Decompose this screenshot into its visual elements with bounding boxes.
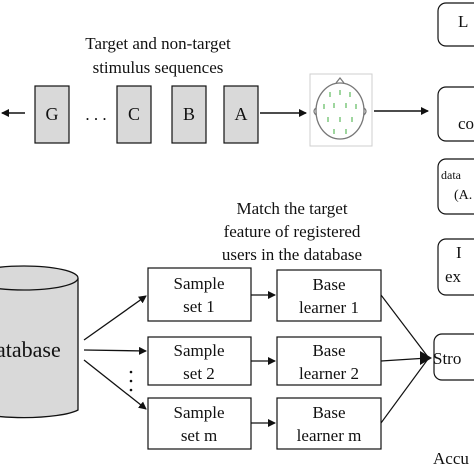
right-box-3-line2: (A. — [454, 188, 472, 203]
sample-set-1-line1: Sample — [174, 274, 225, 293]
right-box-1-label: L — [458, 12, 468, 31]
eeg-head-icon — [309, 73, 373, 147]
base-learner-m-box: Base learner m — [276, 397, 382, 450]
stimulus-box-b: B — [171, 85, 207, 144]
database-cylinder: atabase — [0, 265, 79, 419]
converge-arrowhead — [420, 351, 432, 365]
stimulus-caption-line1: Target and non-target — [85, 34, 231, 53]
arrow-db-to-sample-m — [83, 359, 147, 410]
stimulus-box-g-label: G — [46, 104, 59, 124]
sample-set-m-line2: set m — [181, 426, 217, 445]
converge-line-m — [380, 358, 429, 424]
strong-learner-box: Stro — [433, 333, 474, 381]
stimulus-ellipsis: . . . — [85, 105, 106, 124]
stimulus-box-g: G — [34, 85, 70, 144]
sample-set-2-box: Sample set 2 — [147, 336, 252, 386]
base-learner-2-line1: Base — [312, 341, 345, 360]
base-learner-m-line2: learner m — [297, 426, 362, 445]
strong-learner-label: Stro — [433, 349, 461, 368]
database-label: atabase — [0, 337, 61, 362]
arrow-db-to-sample-2 — [83, 346, 147, 355]
right-box-4-line1: I — [456, 243, 462, 262]
base-learner-m-line1: Base — [312, 403, 345, 422]
base-learner-1-box: Base learner 1 — [276, 269, 382, 322]
stimulus-box-b-label: B — [183, 104, 195, 124]
right-box-2-label: co — [458, 114, 474, 133]
stimulus-box-c: C — [116, 85, 152, 144]
base-learner-2-line2: learner 2 — [299, 364, 359, 383]
vertical-dots — [129, 370, 133, 392]
sample-set-1-box: Sample set 1 — [147, 267, 252, 322]
sample-set-2-line2: set 2 — [183, 364, 215, 383]
match-caption-line3: users in the database — [222, 245, 362, 264]
right-box-3-line1: data — [441, 168, 462, 182]
right-box-4: I ex — [437, 238, 474, 296]
stimulus-box-a: A — [223, 85, 259, 144]
base-learner-1-line1: Base — [312, 275, 345, 294]
stimulus-box-a-label: A — [235, 104, 248, 124]
accuracy-label: Accu — [433, 449, 469, 468]
base-learner-1-line2: learner 1 — [299, 298, 359, 317]
right-box-2: co — [437, 86, 474, 142]
sample-set-m-line1: Sample — [174, 403, 225, 422]
right-box-1: L — [437, 2, 474, 47]
sample-set-m-box: Sample set m — [147, 397, 252, 450]
stimulus-box-c-label: C — [128, 104, 140, 124]
base-learner-2-box: Base learner 2 — [276, 336, 382, 386]
right-box-4-line2: ex — [445, 267, 462, 286]
match-caption-line1: Match the target — [236, 199, 347, 218]
sample-set-2-line1: Sample — [174, 341, 225, 360]
sample-set-1-line2: set 1 — [183, 297, 215, 316]
stimulus-caption-line2: stimulus sequences — [93, 58, 224, 77]
converge-line-1 — [380, 294, 429, 358]
right-box-3: data (A. — [437, 158, 474, 215]
arrow-db-to-sample-1 — [83, 295, 147, 341]
match-caption-line2: feature of registered — [224, 222, 361, 241]
